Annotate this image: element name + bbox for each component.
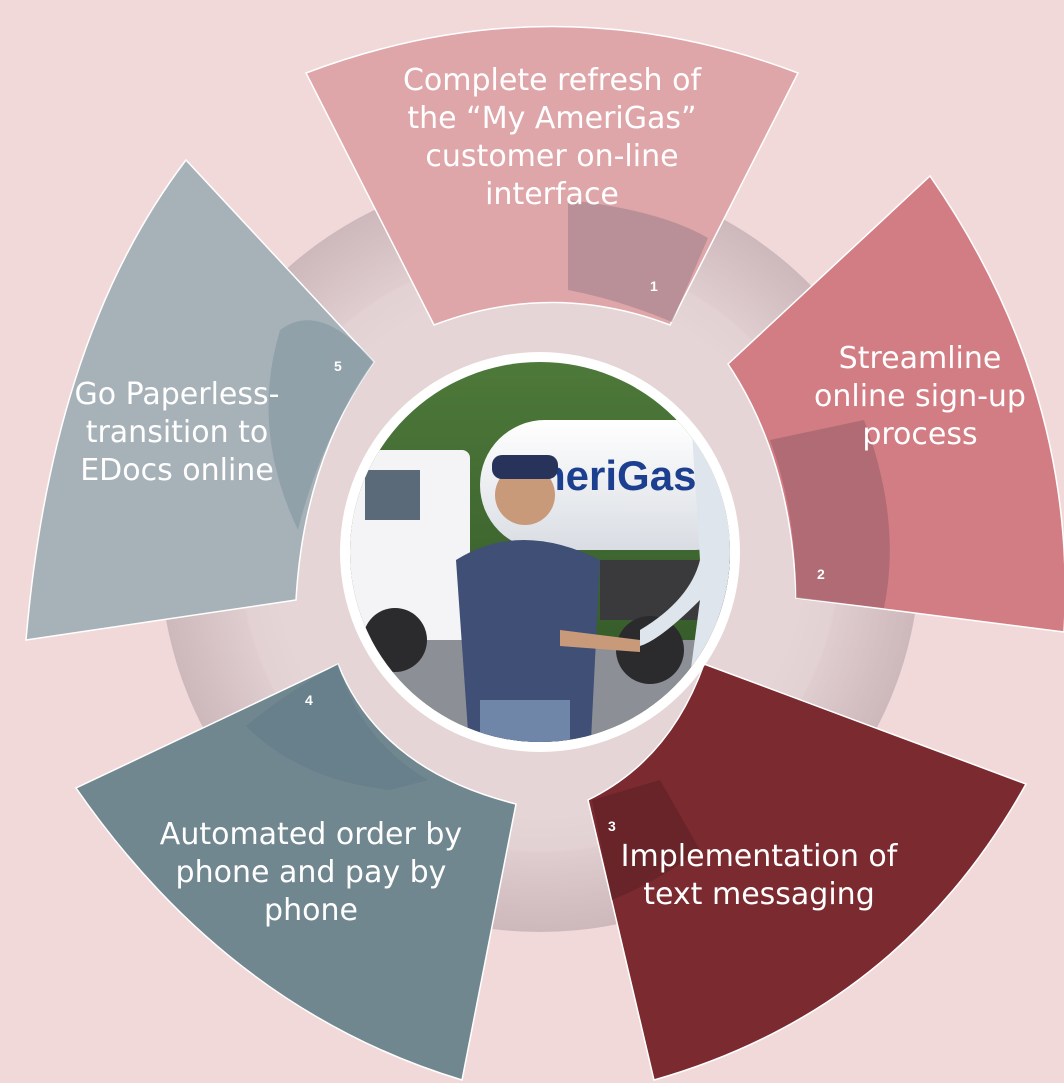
segment-5-number: 5 xyxy=(334,358,342,374)
ring-overlap-4 xyxy=(246,664,428,790)
segment-4-number: 4 xyxy=(305,692,313,708)
segment-3[interactable] xyxy=(587,663,1028,1081)
ring-overlap-2 xyxy=(770,420,890,608)
segment-1-number: 1 xyxy=(650,278,658,294)
ring-overlap-3 xyxy=(592,780,700,900)
segment-3-number: 3 xyxy=(608,818,616,834)
segment-4-label: Automated order by phone and pay by phon… xyxy=(159,817,463,928)
segment-4[interactable] xyxy=(74,662,517,1081)
segment-5-label: Go Paperless- transition to EDocs online xyxy=(74,377,280,488)
segment-1-label: Complete refresh of the “My AmeriGas” cu… xyxy=(402,63,702,212)
ring-overlap-5 xyxy=(268,320,374,530)
segment-5[interactable] xyxy=(25,158,375,641)
segment-2-number: 2 xyxy=(817,566,825,582)
segment-2-label: Streamline online sign-up process xyxy=(814,341,1026,452)
ring-overlap-1 xyxy=(568,200,708,322)
segment-3-label: Implementation of text messaging xyxy=(620,839,898,912)
